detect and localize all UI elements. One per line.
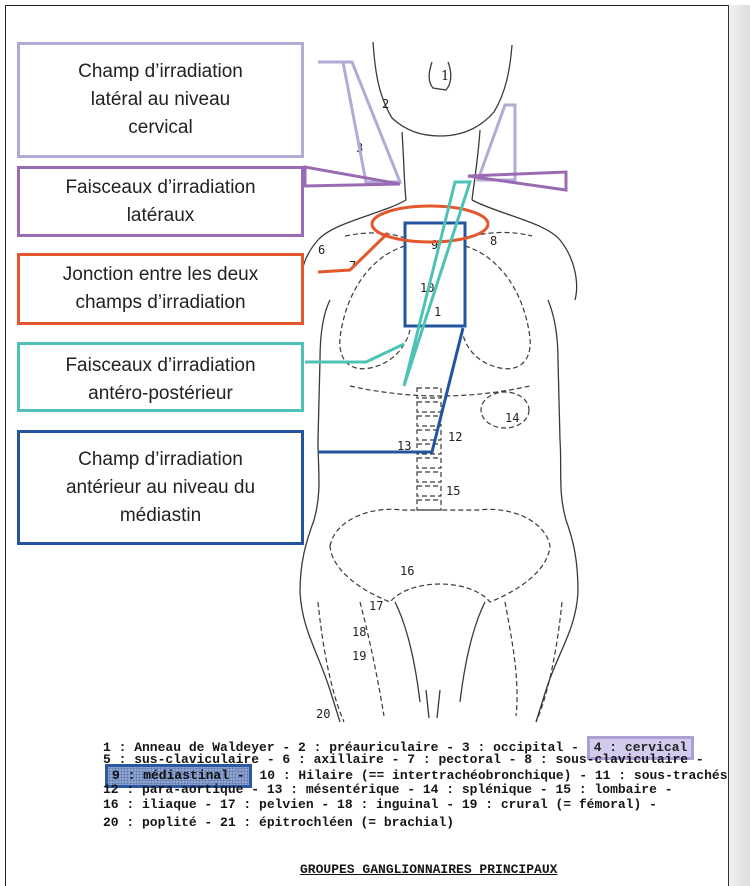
legend-line: 16 : iliaque - 17 : pelvien - 18 : ingui…	[103, 797, 657, 813]
node-label: 18	[352, 625, 366, 639]
right-lung-outline	[462, 246, 530, 369]
neck-left-outline	[402, 132, 406, 200]
legend-text: 16 : iliaque - 17 : pelvien - 18 : ingui…	[103, 797, 657, 812]
node-label: 12	[448, 430, 462, 444]
ap-beam-wedge	[404, 182, 470, 386]
legend-line: 12 : para-aortique - 13 : mésentérique -…	[103, 782, 673, 798]
node-label: 2	[382, 97, 389, 111]
annotation-line: Champ d’irradiation	[78, 58, 243, 86]
annotation-line: latéral au niveau	[91, 86, 230, 114]
annotation-line: Jonction entre les deux	[63, 261, 258, 289]
annotation-box-ap-beams: Faisceaux d’irradiation antéro-postérieu…	[17, 342, 304, 412]
node-label: 16	[400, 564, 414, 578]
annotation-line: champs d’irradiation	[75, 289, 245, 317]
body-right-outline	[472, 200, 578, 722]
node-label: 1	[434, 305, 441, 319]
spine-vertebrae	[417, 388, 441, 510]
annotation-line: antéro-postérieur	[88, 380, 233, 408]
cervical-field-right-shape	[478, 105, 515, 180]
body-left-outline	[300, 200, 406, 722]
annotation-box-lateral-beams: Faisceaux d’irradiation latéraux	[17, 166, 304, 237]
annotation-line: antérieur au niveau du	[66, 474, 255, 502]
legend-text: 20 : poplité - 21 : épitrochléen (= brac…	[103, 815, 454, 830]
annotation-line: médiastin	[120, 502, 201, 530]
legs-inner-outline	[395, 602, 485, 718]
node-label: 1	[441, 69, 449, 84]
annotation-line: Faisceaux d’irradiation	[65, 352, 255, 380]
annotation-line: latéraux	[127, 202, 195, 230]
node-label: 14	[505, 411, 519, 425]
legend-text: 10 : Hilaire (== intertrachéobronchique)…	[252, 768, 728, 783]
node-label: 19	[352, 649, 366, 663]
field-junction-connector	[318, 233, 388, 272]
node-label: 15	[446, 484, 460, 498]
neck-right-outline	[472, 130, 480, 200]
annotation-line: cervical	[128, 114, 192, 142]
diaphragm-line	[350, 386, 530, 396]
legend-text: 12 : para-aortique - 13 : mésentérique -…	[103, 782, 673, 797]
annotation-box-cervical-field: Champ d’irradiation latéral au niveau ce…	[17, 42, 304, 158]
node-label: 8	[490, 234, 497, 248]
annotation-box-mediastinal-field: Champ d’irradiation antérieur au niveau …	[17, 430, 304, 545]
lateral-beam-left-wedge	[305, 167, 400, 186]
figure-title: GROUPES GANGLIONNAIRES PRINCIPAUX	[300, 862, 557, 877]
node-label: 20	[316, 707, 330, 721]
legend-line: 20 : poplité - 21 : épitrochléen (= brac…	[103, 815, 454, 831]
annotation-line: Champ d’irradiation	[78, 446, 243, 474]
cervical-field-left-shape	[343, 62, 400, 182]
node-label: 6	[318, 243, 325, 257]
annotation-box-field-junction: Jonction entre les deux champs d’irradia…	[17, 253, 304, 325]
clavicle-lines	[345, 232, 532, 238]
node-label: 17	[369, 599, 383, 613]
pelvis-outline	[330, 509, 550, 602]
annotation-line: Faisceaux d’irradiation	[65, 174, 255, 202]
